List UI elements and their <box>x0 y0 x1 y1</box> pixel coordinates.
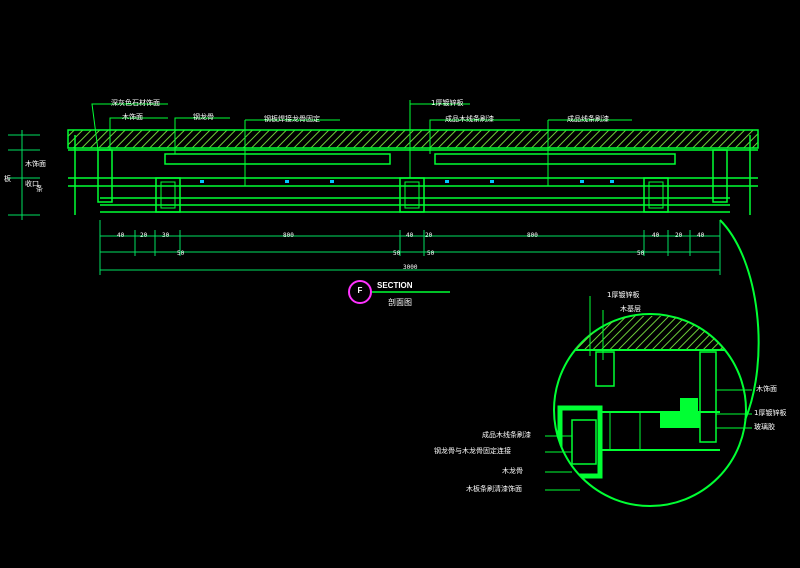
top-label-wood-veneer: 木饰面 <box>122 113 143 121</box>
detail-leaders <box>545 296 752 491</box>
detail-label-right2: 1厚镀锌板 <box>754 409 787 417</box>
dim-label: 30 <box>162 232 170 239</box>
left-label-3: 板 <box>4 175 11 183</box>
dim-label: 50 <box>637 250 645 257</box>
detail-label-right1: 木饰面 <box>756 385 777 393</box>
left-dimension <box>8 130 40 220</box>
top-leaders <box>91 103 632 154</box>
dim-label: 40 <box>117 232 125 239</box>
dim-label: 40 <box>652 232 660 239</box>
top-label-steel-keel: 钢龙骨 <box>193 113 214 121</box>
main-structure <box>68 100 758 215</box>
detail-label-top1: 1厚镀锌板 <box>607 291 640 299</box>
section-title: SECTION <box>377 281 413 290</box>
left-label-2: 收口 <box>25 180 39 188</box>
detail-callout <box>553 219 760 507</box>
detail-content <box>554 316 746 479</box>
dim-label: 800 <box>527 232 538 239</box>
dim-label-total: 3000 <box>403 264 418 271</box>
dim-label: 50 <box>427 250 435 257</box>
dim-label: 40 <box>697 232 705 239</box>
section-subtitle: 剖面图 <box>388 298 412 307</box>
dim-label: 800 <box>283 232 294 239</box>
top-slab <box>67 129 759 151</box>
dim-label: 40 <box>406 232 414 239</box>
top-label-trim: 成品线条刷漆 <box>567 115 609 123</box>
left-label-4: 条 <box>36 185 43 193</box>
detail-label-left2: 钢龙骨与木龙骨固定连接 <box>434 447 511 455</box>
detail-label-left1: 成品木线条刷漆 <box>482 431 531 439</box>
section-marker-letter: F <box>357 286 363 295</box>
bottom-dimensions <box>99 220 721 275</box>
dim-label: 20 <box>675 232 683 239</box>
detail-label-left4: 木板条刷清漆饰面 <box>466 485 522 493</box>
detail-label-top2: 木基层 <box>620 305 641 313</box>
top-label-stone-finish: 深灰色石材饰面 <box>111 99 160 107</box>
top-label-galvanized-plate: 1厚镀锌板 <box>431 99 464 107</box>
dim-label: 20 <box>425 232 433 239</box>
detail-label-right3: 玻璃胶 <box>754 423 775 431</box>
dim-label: 50 <box>393 250 401 257</box>
detail-label-left3: 木龙骨 <box>502 467 523 475</box>
dim-label: 50 <box>177 250 185 257</box>
dim-label: 20 <box>140 232 148 239</box>
fastener-marks <box>200 180 614 183</box>
left-label-1: 木饰面 <box>25 160 46 168</box>
top-label-wood-trim: 成品木线条刷漆 <box>445 115 494 123</box>
section-marker <box>348 280 450 304</box>
top-label-welded-keel: 钢板焊接龙骨固定 <box>264 115 320 123</box>
